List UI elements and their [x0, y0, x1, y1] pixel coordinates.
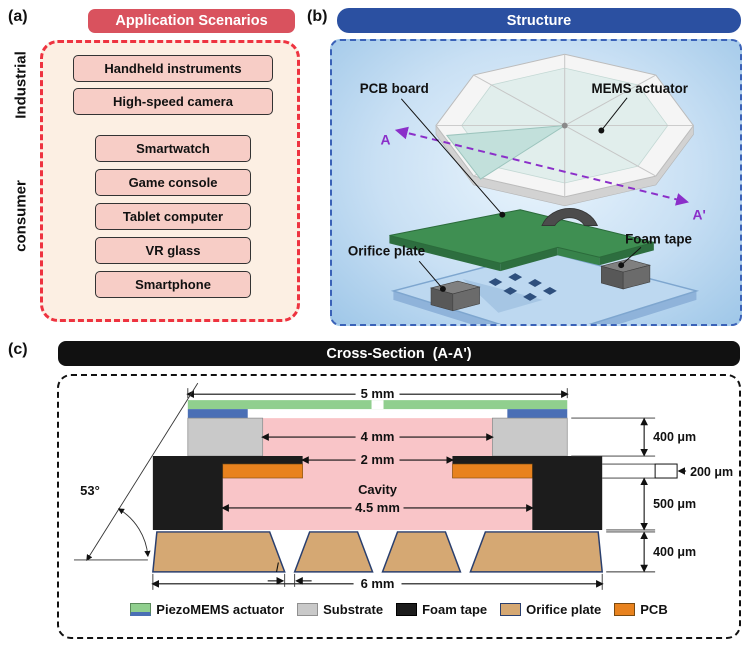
legend-chip-substrate — [297, 603, 319, 616]
svg-text:400 μm: 400 μm — [653, 430, 696, 444]
app-item-console: Game console — [95, 169, 251, 196]
cavity-region — [222, 418, 532, 530]
pcb-right — [451, 463, 533, 479]
dim-200um: 200 μm — [601, 463, 733, 479]
foam-tape-right — [451, 456, 602, 530]
dim-400um-top: 400 μm — [570, 417, 696, 457]
structure-3d-box: A A' PCB board MEMS actuator Orifice pla… — [330, 39, 742, 326]
foam-tape-left-3d — [429, 280, 481, 312]
dim-nozzle-angle: 53° — [73, 382, 198, 561]
label-foam-tape: Foam tape — [625, 231, 692, 246]
legend-item-pcb: PCB — [614, 602, 668, 617]
svg-text:400 μm: 400 μm — [653, 545, 696, 559]
structure-3d-scene: A A' PCB board MEMS actuator Orifice pla… — [348, 53, 706, 324]
app-item-smartphone: Smartphone — [95, 271, 251, 298]
cross-section-box: Cavity 5 mm 4 mm 2 mm 4.5 mm — [57, 374, 741, 639]
panel-c-title: Cross-Section (A-A') — [58, 341, 740, 366]
app-item-camera: High-speed camera — [73, 88, 273, 115]
dim-6mm: 6 mm — [150, 573, 604, 591]
pcb-left — [221, 463, 303, 479]
app-item-smartwatch: Smartwatch — [95, 135, 251, 162]
actuator-center-hub — [561, 122, 568, 129]
foam-tape-right-3d — [600, 258, 652, 290]
section-line-aa: A A' — [380, 126, 706, 223]
legend-item-substrate: Substrate — [297, 602, 383, 617]
svg-text:2 mm: 2 mm — [360, 452, 394, 467]
svg-text:4 mm: 4 mm — [360, 429, 394, 444]
legend-label: Foam tape — [422, 602, 488, 617]
dim-400um-bottom: 400 μm — [605, 531, 696, 573]
legend-label: PiezoMEMS actuator — [156, 602, 285, 617]
label-pcb-board: PCB board — [360, 81, 429, 96]
orifice-piece-3 — [380, 531, 461, 573]
svg-text:53°: 53° — [80, 483, 100, 498]
panel-b-title: Structure — [337, 8, 741, 33]
group-label-industrial: Industrial — [12, 51, 30, 119]
orifice-piece-2 — [293, 531, 374, 573]
svg-text:l: l — [275, 560, 279, 575]
panel-a-tag: (a) — [8, 8, 28, 25]
svg-text:4.5 mm: 4.5 mm — [355, 500, 400, 515]
legend-label: PCB — [640, 602, 668, 617]
app-item-handheld: Handheld instruments — [73, 55, 273, 82]
svg-text:500 μm: 500 μm — [653, 497, 696, 511]
orifice-piece-1 — [151, 531, 286, 573]
cross-section-legend: PiezoMEMS actuator Substrate Foam tape O… — [59, 602, 739, 617]
group-label-consumer: consumer — [12, 180, 30, 252]
legend-item-piezomems: PiezoMEMS actuator — [130, 602, 284, 617]
actuator-blue-right — [506, 409, 567, 419]
legend-item-foam-tape: Foam tape — [396, 602, 487, 617]
panel-c-tag: (c) — [8, 341, 28, 358]
svg-text:200 μm: 200 μm — [690, 465, 733, 479]
actuator-vent-gap — [371, 400, 384, 410]
substrate-left — [186, 417, 263, 457]
foam-tape-left — [152, 456, 303, 530]
orifice-plate-layer — [151, 531, 603, 573]
cross-section-drawing: Cavity 5 mm 4 mm 2 mm 4.5 mm — [73, 382, 733, 591]
svg-text:5 mm: 5 mm — [360, 386, 394, 401]
label-mems-actuator: MEMS actuator — [591, 81, 688, 96]
application-scenarios-box: Handheld instruments High-speed camera S… — [40, 40, 300, 322]
panel-a-title: Application Scenarios — [88, 9, 295, 33]
legend-label: Orifice plate — [526, 602, 602, 617]
app-item-vr: VR glass — [95, 237, 251, 264]
leader-lines — [400, 97, 642, 292]
cavity-label: Cavity — [358, 482, 398, 497]
pcb-board-3d — [389, 209, 656, 272]
panel-b-tag: (b) — [307, 8, 328, 25]
svg-text:6 mm: 6 mm — [360, 576, 394, 591]
legend-chip-piezomems-actuator — [130, 603, 152, 616]
dim-4mm: 4 mm — [260, 429, 494, 444]
app-item-tablet: Tablet computer — [95, 203, 251, 230]
legend-item-orifice-plate: Orifice plate — [500, 602, 601, 617]
legend-label: Substrate — [323, 602, 384, 617]
dim-5mm: 5 mm — [185, 386, 569, 401]
section-label-a-prime: A' — [692, 207, 705, 223]
legend-chip-pcb — [614, 603, 636, 616]
dim-4p5mm: 4.5 mm — [220, 500, 534, 515]
legend-chip-foam-tape — [396, 603, 418, 616]
substrate-arch-3d — [541, 208, 598, 226]
label-orifice-plate: Orifice plate — [348, 243, 425, 258]
dim-2mm: 2 mm — [300, 452, 454, 467]
orifice-piece-4 — [468, 531, 603, 573]
dim-nozzle-l: l — [267, 560, 312, 587]
substrate-right — [491, 417, 568, 457]
section-label-a: A — [380, 131, 390, 147]
actuator-blue-left — [187, 409, 248, 419]
dim-500um: 500 μm — [605, 477, 696, 531]
legend-chip-orifice-plate — [500, 603, 522, 616]
